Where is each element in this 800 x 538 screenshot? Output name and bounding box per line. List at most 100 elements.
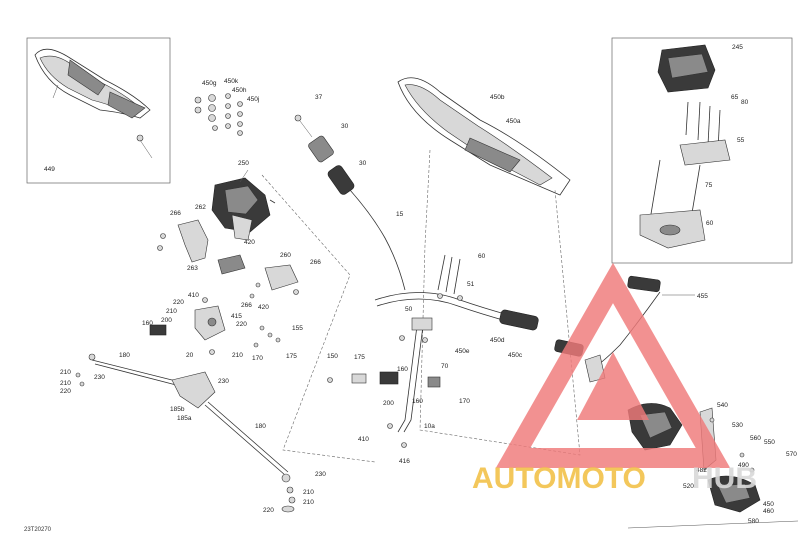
label-455: 455: [697, 293, 708, 300]
label-450j: 450j: [247, 96, 259, 103]
watermark-logo: [495, 262, 731, 468]
label-450k: 450k: [224, 78, 239, 85]
label-200b: 200: [383, 400, 394, 407]
label-185a: 185a: [177, 415, 192, 422]
label-15: 15: [396, 211, 404, 218]
label-450c: 450c: [508, 352, 523, 359]
label-420a: 420: [244, 239, 255, 246]
bracket-260: [249, 264, 299, 299]
label-450g: 450g: [202, 80, 217, 87]
watermark-text-right: HUB: [692, 462, 757, 495]
label-450e: 450e: [455, 348, 470, 355]
label-530: 530: [732, 422, 743, 429]
label-570: 570: [786, 451, 797, 458]
label-450h: 450h: [232, 87, 247, 94]
label-210a: 210: [166, 308, 177, 315]
label-210f: 210: [303, 499, 314, 506]
label-266c: 266: [241, 302, 252, 309]
label-450d: 450d: [490, 337, 505, 344]
label-155: 155: [292, 325, 303, 332]
diagram-code: 23T20270: [24, 527, 52, 533]
label-560: 560: [750, 435, 761, 442]
label-450b: 450b: [490, 94, 505, 101]
riser-bolts-60: [437, 254, 463, 301]
label-262: 262: [195, 204, 206, 211]
label-160c: 160: [412, 398, 423, 405]
grip-assembly-30: [294, 114, 406, 291]
handguard-inset-part: [34, 48, 153, 159]
label-220c: 220: [60, 388, 71, 395]
label-449: 449: [44, 166, 55, 173]
label-490: 490: [738, 462, 749, 469]
label-250: 250: [238, 160, 249, 167]
label-482: 482: [696, 467, 707, 474]
switch-assembly-left: [149, 297, 226, 355]
label-50: 50: [405, 306, 413, 313]
label-540: 540: [717, 402, 728, 409]
label-245: 245: [732, 44, 743, 51]
label-460: 460: [763, 508, 774, 515]
label-170a: 170: [252, 355, 263, 362]
tie-rod-upper-180: [75, 353, 216, 409]
switch-assembly-center: [327, 371, 441, 388]
label-220b: 220: [236, 321, 247, 328]
label-30a: 30: [341, 123, 349, 130]
label-80: 80: [741, 99, 749, 106]
label-410b: 410: [358, 436, 369, 443]
riser-inset-part: [639, 44, 731, 249]
handguard-450a: [397, 77, 571, 196]
label-230c: 230: [315, 471, 326, 478]
label-175b: 175: [354, 354, 365, 361]
label-220a: 220: [173, 299, 184, 306]
label-415: 415: [231, 313, 242, 320]
label-266a: 266: [170, 210, 181, 217]
label-60b: 60: [706, 220, 714, 227]
label-220d: 220: [263, 507, 274, 514]
label-416: 416: [399, 458, 410, 465]
label-51: 51: [467, 281, 475, 288]
label-37: 37: [315, 94, 323, 101]
label-210d: 210: [60, 380, 71, 387]
label-10a: 10a: [424, 423, 435, 430]
label-200a: 200: [161, 317, 172, 324]
label-20: 20: [186, 352, 194, 359]
fastener-stack-450: [194, 93, 243, 136]
label-450x: 450: [763, 501, 774, 508]
label-180a: 180: [119, 352, 130, 359]
small-fasteners-155: [253, 325, 281, 348]
label-410: 410: [188, 292, 199, 299]
inset-box-riser: [611, 37, 793, 264]
label-75: 75: [705, 182, 713, 189]
tie-rod-lower-180: [204, 401, 296, 513]
label-520: 520: [683, 483, 694, 490]
label-30b: 30: [359, 160, 367, 167]
label-60: 60: [478, 253, 486, 260]
label-160b: 160: [397, 366, 408, 373]
label-210c: 210: [60, 369, 71, 376]
label-65: 65: [731, 94, 739, 101]
label-170b: 170: [459, 398, 470, 405]
bracket-262: [157, 219, 209, 263]
label-210b: 210: [232, 352, 243, 359]
label-260: 260: [280, 252, 291, 259]
label-420b: 420: [258, 304, 269, 311]
control-housing-250: [211, 169, 276, 241]
inset-box-handguards: [26, 37, 171, 184]
label-210e: 210: [303, 489, 314, 496]
clamp-263: [217, 254, 246, 275]
label-550: 550: [764, 439, 775, 446]
label-55: 55: [737, 137, 745, 144]
label-150: 150: [327, 353, 338, 360]
label-580: 580: [748, 518, 759, 525]
label-263: 263: [187, 265, 198, 272]
label-450a: 450a: [506, 118, 521, 125]
label-266b: 266: [310, 259, 321, 266]
label-185b: 185b: [170, 406, 185, 413]
label-160a: 160: [142, 320, 153, 327]
label-230a: 230: [94, 374, 105, 381]
label-175a: 175: [286, 353, 297, 360]
label-230b: 230: [218, 378, 229, 385]
label-70: 70: [441, 363, 449, 370]
watermark-text-left: AUTOMOTO: [472, 462, 646, 495]
